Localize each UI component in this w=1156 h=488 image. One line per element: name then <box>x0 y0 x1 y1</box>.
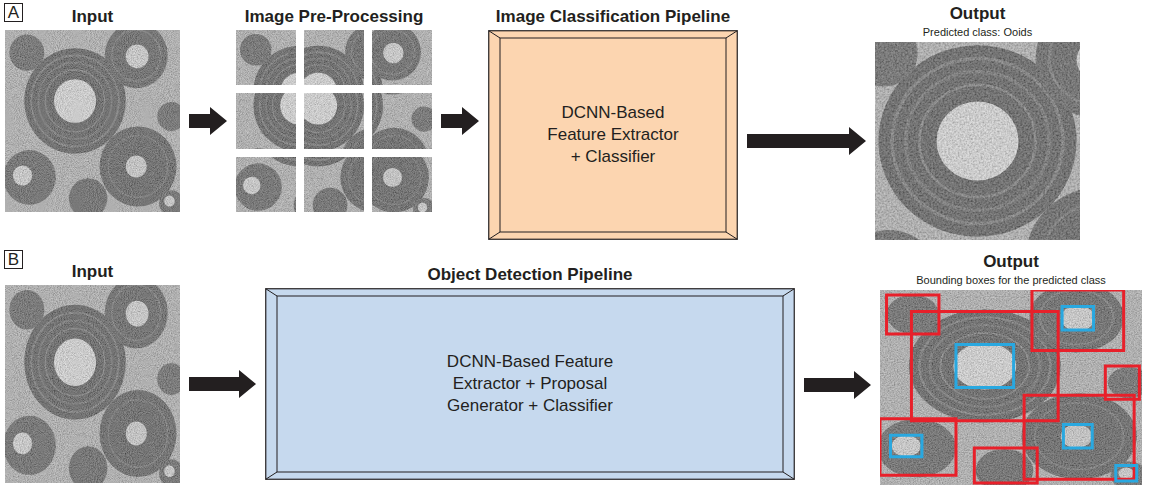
heading-group: Input <box>72 262 114 282</box>
pipeline-title: Object Detection Pipeline <box>428 265 633 285</box>
panel-subtitle: Bounding boxes for the predicted class <box>916 273 1106 287</box>
pipeline-box: Image Classification PipelineDCNN-Based … <box>488 30 738 240</box>
image-panel: OutputBounding boxes for the predicted c… <box>880 290 1142 485</box>
heading-group: OutputPredicted class: Ooids <box>923 4 1032 39</box>
heading-group: Image Pre-Processing <box>245 7 424 27</box>
image-tile <box>304 93 364 148</box>
image-tile <box>236 157 296 212</box>
micrograph-image <box>5 285 180 483</box>
image-tile <box>304 157 364 212</box>
image-tile <box>236 93 296 148</box>
panel-heading: Image Pre-Processing <box>245 7 424 27</box>
panel-heading: Output <box>916 252 1106 272</box>
micrograph-image <box>875 42 1080 240</box>
block-arrow <box>804 371 871 399</box>
block-arrow <box>747 127 866 155</box>
image-tile <box>372 30 432 85</box>
bounding-box <box>911 311 1058 420</box>
image-tile <box>372 93 432 148</box>
image-tile <box>236 30 296 85</box>
heading-group: OutputBounding boxes for the predicted c… <box>916 252 1106 287</box>
bounding-box <box>880 419 956 476</box>
panel-letter-box: B <box>4 250 23 269</box>
panel-heading: Input <box>72 7 114 27</box>
image-panel: Image Pre-Processing <box>236 30 432 212</box>
bounding-box <box>974 448 1037 483</box>
panel-letter: A <box>8 4 19 21</box>
image-tile <box>372 157 432 212</box>
heading-group: Image Classification Pipeline <box>496 7 730 27</box>
image-panel: Input <box>5 30 180 212</box>
block-arrow <box>189 370 256 398</box>
pipeline-box: Object Detection PipelineDCNN-Based Feat… <box>265 288 795 480</box>
image-tile <box>304 30 364 85</box>
bounding-box <box>1062 307 1093 330</box>
pipeline-description: DCNN-Based Feature Extractor + Classifie… <box>546 102 681 168</box>
block-arrow <box>441 107 479 135</box>
pipeline-title: Image Classification Pipeline <box>496 7 730 27</box>
image-panel: Input <box>5 285 180 483</box>
panel-letter-box: A <box>4 3 23 22</box>
bounding-box <box>887 295 939 334</box>
bounding-box <box>890 435 921 456</box>
bounding-box <box>1032 290 1124 350</box>
block-arrow <box>189 107 227 135</box>
panel-subtitle: Predicted class: Ooids <box>923 25 1032 39</box>
bounding-box <box>1116 466 1137 482</box>
bounding-box <box>1063 425 1092 448</box>
pipeline-description: DCNN-Based Feature Extractor + Proposal … <box>444 351 616 417</box>
heading-group: Input <box>72 7 114 27</box>
micrograph-image <box>880 290 1142 485</box>
panel-letter: B <box>8 251 19 268</box>
micrograph-image <box>5 30 180 212</box>
bounding-box <box>1105 366 1139 399</box>
panel-heading: Output <box>923 4 1032 24</box>
bounding-box <box>956 345 1014 388</box>
heading-group: Object Detection Pipeline <box>428 265 633 285</box>
panel-heading: Input <box>72 262 114 282</box>
image-panel: OutputPredicted class: Ooids <box>875 42 1080 240</box>
